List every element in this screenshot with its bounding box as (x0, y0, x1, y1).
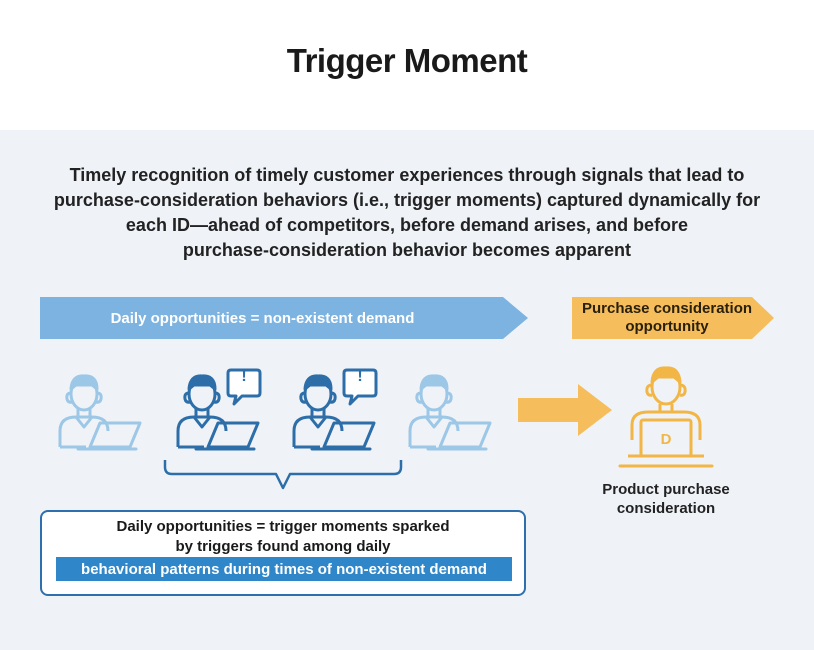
description-line: purchase-consideration behaviors (i.e., … (53, 190, 761, 210)
daily-opportunities-label: Daily opportunities = non-existent deman… (110, 309, 415, 327)
description-line: each ID—ahead of competitors, before dem… (125, 215, 689, 235)
person-laptop-icon (58, 374, 142, 451)
person-laptop-front-icon (618, 366, 714, 468)
description-line: purchase-consideration behavior becomes … (182, 240, 632, 260)
callout-text: Daily opportunities = trigger moments sp… (42, 517, 524, 557)
page-title: Trigger Moment (286, 42, 528, 79)
product-label-line: consideration (616, 500, 716, 517)
product-label-line: Product purchase (602, 481, 730, 498)
purchase-label-line: opportunity (625, 318, 709, 335)
callout-line: Daily opportunities = trigger moments sp… (116, 518, 450, 535)
purchase-consideration-label: Purchase consideration opportunity (572, 297, 762, 339)
daily-opportunities-arrow (40, 297, 528, 339)
bubble-glyph: ! (357, 368, 362, 385)
product-consideration-label: Product purchase consideration (586, 480, 746, 518)
description: Timely recognition of timely customer ex… (30, 163, 784, 263)
bubble-glyph: ! (241, 368, 246, 385)
person-laptop-icon (408, 374, 492, 451)
description-line: Timely recognition of timely customer ex… (69, 165, 745, 185)
purchase-consideration-arrow (572, 297, 774, 339)
trigger-callout-box: Daily opportunities = trigger moments sp… (40, 510, 526, 596)
group-bracket (163, 460, 403, 490)
right-arrow-icon (518, 384, 612, 436)
laptop-logo-glyph: D (661, 431, 672, 448)
callout-highlight: behavioral patterns during times of non-… (56, 557, 512, 581)
callout-line: by triggers found among daily (175, 538, 391, 555)
purchase-label-line: Purchase consideration (581, 300, 753, 317)
